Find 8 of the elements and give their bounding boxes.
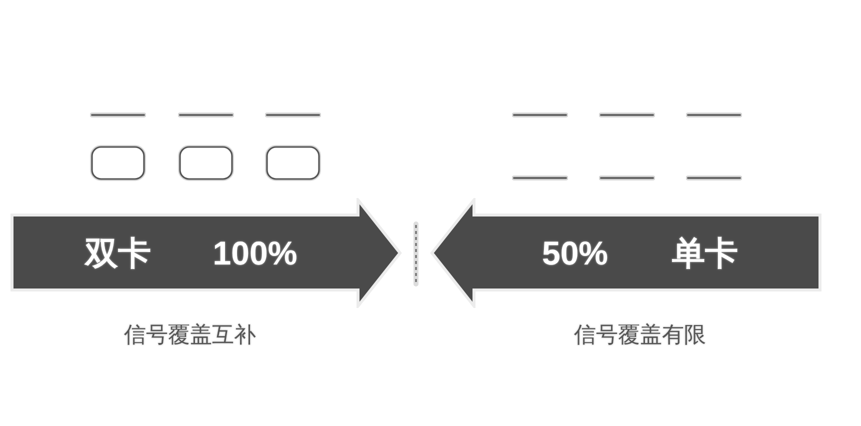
caption-text: 信号覆盖互补: [124, 323, 256, 348]
caption-text: 信号覆盖有限: [574, 323, 706, 348]
percentage-label: 100%: [212, 236, 298, 270]
block-arrow: [10, 198, 404, 308]
block-arrow: [428, 198, 822, 308]
percentage-label: 50%: [542, 236, 608, 270]
card-mode-label: 双卡: [85, 236, 151, 270]
card-mode-label: 单卡: [672, 236, 738, 270]
